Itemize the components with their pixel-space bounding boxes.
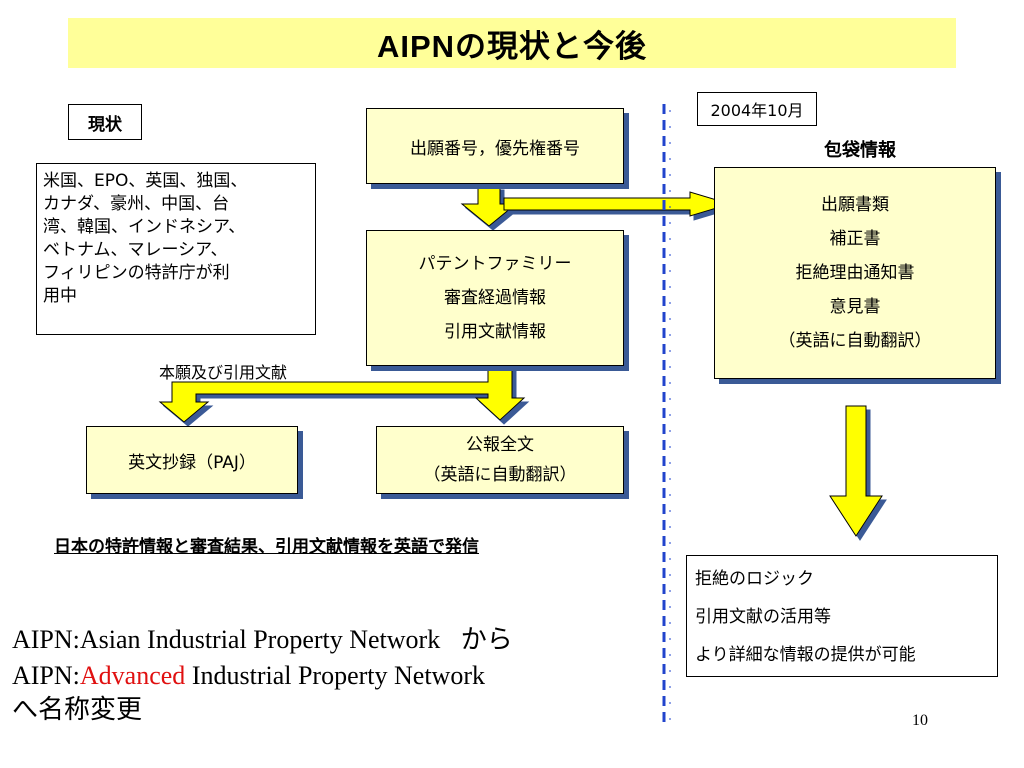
family-line: 引用文献情報 [444, 322, 546, 342]
envelope-label: 包袋情報 [824, 140, 896, 161]
countries-line: フィリピンの特許庁が利 [43, 263, 230, 283]
from-word: から [460, 625, 513, 655]
date-label: 2004年10月 [710, 101, 804, 120]
arrow-caption: 本願及び引用文献 [158, 363, 287, 382]
future-line: 引用文献の活用等 [695, 607, 831, 627]
right-arrow-icon [503, 191, 732, 217]
countries-line: 米国、EPO、英国、独国、 [43, 171, 248, 191]
status-label-box: 現状 [68, 104, 142, 140]
future-info-box: 拒絶のロジック 引用文献の活用等 より詳細な情報の提供が可能 [686, 555, 998, 677]
gazette-box: 公報全文 （英語に自動翻訳） [376, 426, 624, 494]
name-change-line-1: AIPN:Asian Industrial Property Network か… [12, 622, 672, 658]
gazette-line: 公報全文 [466, 435, 534, 455]
application-number-box: 出願番号，優先権番号 [366, 108, 624, 184]
application-number-text: 出願番号，優先権番号 [410, 138, 580, 159]
family-line: パテントファミリー [418, 254, 572, 274]
new-name-highlight: Advanced [79, 661, 186, 690]
future-line: 拒絶のロジック [695, 569, 814, 589]
new-name-prefix: AIPN: [12, 661, 80, 690]
gazette-line: （英語に自動翻訳） [423, 465, 577, 485]
paj-box: 英文抄録（PAJ） [86, 426, 298, 494]
envelope-line: 拒絶理由通知書 [795, 263, 915, 283]
envelope-line: （英語に自動翻訳） [778, 331, 932, 351]
envelope-line: 意見書 [829, 297, 881, 317]
old-name: AIPN:Asian Industrial Property Network [12, 625, 441, 654]
countries-box: 米国、EPO、英国、独国、 カナダ、豪州、中国、台 湾、韓国、インドネシア、 ベ… [36, 163, 316, 335]
countries-line: カナダ、豪州、中国、台 [43, 194, 230, 214]
countries-line: ベトナム、マレーシア、 [43, 240, 228, 260]
title-bar: AIPNの現状と今後 [68, 18, 956, 68]
envelope-contents-box: 出願書類 補正書 拒絶理由通知書 意見書 （英語に自動翻訳） [714, 167, 996, 379]
page-number: 10 [912, 712, 928, 729]
family-line: 審査経過情報 [444, 288, 546, 308]
status-label: 現状 [88, 114, 122, 135]
page-title: AIPNの現状と今後 [376, 28, 648, 64]
name-change-block: AIPN:Asian Industrial Property Network か… [12, 622, 672, 728]
summary-text: 日本の特許情報と審査結果、引用文献情報を英語で発信 [54, 537, 479, 557]
countries-line: 湾、韓国、インドネシア、 [43, 217, 246, 237]
envelope-line: 補正書 [829, 229, 881, 249]
countries-line: 用中 [43, 286, 77, 306]
envelope-line: 出願書類 [821, 195, 889, 215]
name-change-line-2: AIPN:Advanced Industrial Property Networ… [12, 658, 672, 693]
down-arrow-icon [460, 185, 518, 227]
patent-family-box: パテントファミリー 審査経過情報 引用文献情報 [366, 230, 624, 366]
date-box: 2004年10月 [697, 92, 817, 126]
paj-text: 英文抄録（PAJ） [128, 452, 256, 473]
new-name-rest: Industrial Property Network [185, 661, 485, 690]
big-down-arrow-icon [829, 405, 883, 537]
future-line: より詳細な情報の提供が可能 [695, 645, 916, 665]
elbow-arrow-icon [158, 365, 526, 423]
name-change-line-3: へ名称変更 [12, 695, 143, 725]
